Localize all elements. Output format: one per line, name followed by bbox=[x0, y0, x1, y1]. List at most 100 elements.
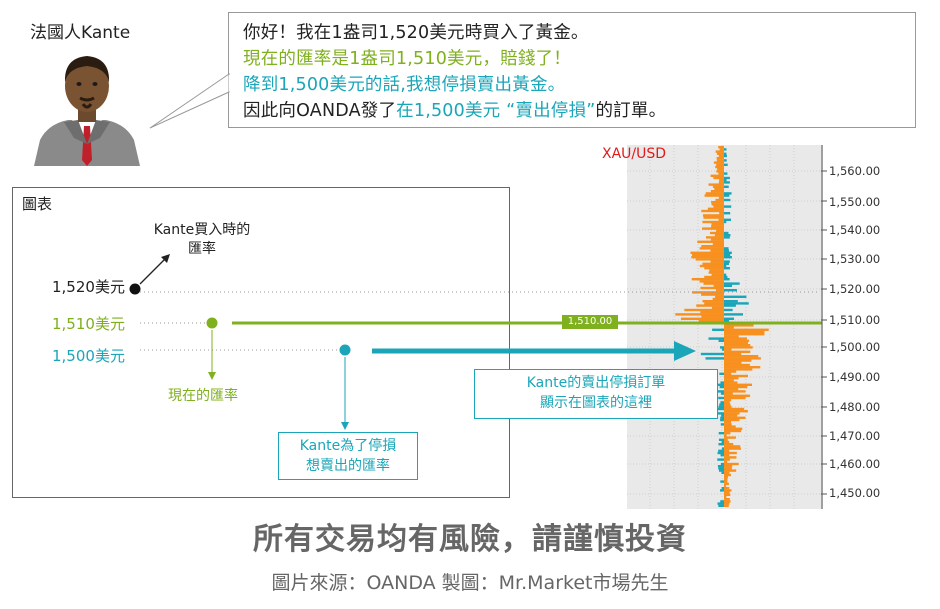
order-book-bar bbox=[699, 280, 724, 283]
order-book-bar bbox=[724, 198, 731, 202]
buy-rate-note: Kante買入時的 匯率 bbox=[142, 221, 262, 259]
order-book-bar bbox=[724, 460, 728, 463]
axis-tick-label: 1,460.00 bbox=[829, 457, 881, 471]
order-book-bar bbox=[724, 247, 729, 250]
order-book-bar bbox=[724, 282, 740, 285]
order-book-bar bbox=[724, 185, 729, 188]
order-book-bar bbox=[724, 427, 743, 430]
order-book-bar bbox=[718, 396, 724, 400]
order-book-bar bbox=[696, 304, 724, 307]
order-book-bar bbox=[724, 324, 754, 327]
order-book-bar bbox=[724, 273, 727, 276]
order-book-bar bbox=[713, 176, 724, 180]
order-book-bar bbox=[724, 429, 742, 433]
order-book-bar bbox=[724, 392, 733, 395]
order-book-bar bbox=[724, 148, 727, 151]
order-book-bar bbox=[724, 368, 753, 371]
order-book-bar bbox=[721, 471, 724, 474]
order-book-bar bbox=[718, 339, 724, 342]
order-book-bar bbox=[695, 258, 724, 261]
order-book-bar bbox=[717, 383, 724, 386]
order-book-bar bbox=[724, 482, 729, 485]
order-book-bar bbox=[724, 256, 732, 259]
order-book-bar bbox=[724, 267, 730, 270]
order-book-bar bbox=[719, 179, 724, 182]
order-book-bar bbox=[724, 313, 743, 316]
order-book-bar bbox=[704, 194, 724, 197]
order-book-bar bbox=[718, 449, 724, 452]
order-book-bar bbox=[724, 326, 734, 329]
order-book-bar bbox=[724, 251, 732, 254]
order-book-bar bbox=[704, 302, 724, 305]
order-book-bar bbox=[724, 432, 731, 435]
buy-point bbox=[129, 283, 141, 295]
order-book-bar bbox=[724, 236, 730, 239]
order-book-bar bbox=[724, 443, 734, 446]
axis-tick-label: 1,450.00 bbox=[829, 486, 881, 500]
order-book-bar bbox=[718, 196, 724, 199]
order-book-bar bbox=[724, 355, 759, 358]
order-book-bar bbox=[724, 416, 746, 419]
order-book-bar bbox=[724, 176, 730, 180]
order-book-bar bbox=[724, 379, 734, 382]
axis-tick-label: 1,530.00 bbox=[829, 252, 881, 266]
order-book-bar bbox=[724, 350, 751, 353]
order-book-bar bbox=[709, 231, 724, 235]
order-book-bar bbox=[724, 388, 739, 391]
order-book-bar bbox=[718, 218, 724, 221]
order-book-bar bbox=[717, 502, 724, 505]
order-book-bar bbox=[705, 357, 724, 360]
order-book-bar bbox=[718, 405, 724, 408]
order-book-bar bbox=[718, 504, 724, 507]
order-book-bar bbox=[721, 440, 724, 444]
order-book-bar bbox=[724, 434, 727, 437]
order-book-bar bbox=[724, 381, 738, 384]
order-book-bar bbox=[724, 218, 731, 221]
order-book-bar bbox=[702, 220, 724, 224]
order-book-bar bbox=[680, 317, 724, 320]
order-book-bar bbox=[724, 394, 751, 397]
order-book-bar bbox=[698, 319, 724, 323]
order-book-bar bbox=[724, 352, 742, 356]
order-book-bar bbox=[708, 337, 724, 340]
speech-line-4-suffix: 的訂單。 bbox=[595, 101, 667, 121]
order-book-bar bbox=[724, 363, 750, 367]
order-book-bar bbox=[715, 295, 724, 298]
order-book-bar bbox=[711, 203, 724, 206]
speech-line-4-highlight: 在1,500美元 “賣出停損” bbox=[396, 101, 596, 121]
order-book-bar bbox=[724, 399, 732, 402]
order-book-bar bbox=[724, 370, 737, 373]
order-book-bar bbox=[724, 330, 765, 334]
order-book-bar bbox=[724, 484, 726, 488]
order-book-bar bbox=[703, 282, 724, 285]
current-rate-pointer-arrowhead bbox=[208, 372, 216, 380]
order-book-bar bbox=[714, 234, 724, 237]
order-book-bar bbox=[716, 170, 724, 173]
order-book-bar bbox=[705, 192, 724, 195]
order-book-bar bbox=[724, 473, 731, 477]
order-book-bar bbox=[724, 308, 733, 312]
order-book-axis-ticks bbox=[821, 145, 827, 509]
order-book-bar bbox=[724, 418, 740, 422]
order-book-bar bbox=[720, 381, 724, 384]
order-book-bar bbox=[724, 423, 732, 426]
order-book-bar bbox=[724, 152, 727, 155]
order-book-bar bbox=[724, 300, 738, 303]
order-book-bar bbox=[721, 348, 724, 351]
stop-rate-note-box: Kante為了停損 想賣出的匯率 bbox=[278, 432, 418, 480]
order-book-bar bbox=[701, 209, 724, 213]
order-book-bar bbox=[697, 240, 724, 243]
axis-tick-label: 1,560.00 bbox=[829, 164, 881, 178]
order-book-bar bbox=[724, 410, 748, 413]
order-book-bar bbox=[702, 214, 724, 217]
order-book-bar bbox=[724, 357, 761, 360]
axis-tick-label: 1,520.00 bbox=[829, 282, 881, 296]
order-book-bar bbox=[716, 159, 724, 162]
order-book-bar bbox=[712, 185, 724, 188]
speech-line-1: 你好！我在1盎司1,520美元時買入了黃金。 bbox=[243, 23, 589, 43]
order-book-bar bbox=[724, 458, 730, 461]
order-book-bar bbox=[724, 495, 727, 499]
order-book-bar bbox=[718, 181, 724, 184]
order-book-bar bbox=[724, 302, 749, 305]
